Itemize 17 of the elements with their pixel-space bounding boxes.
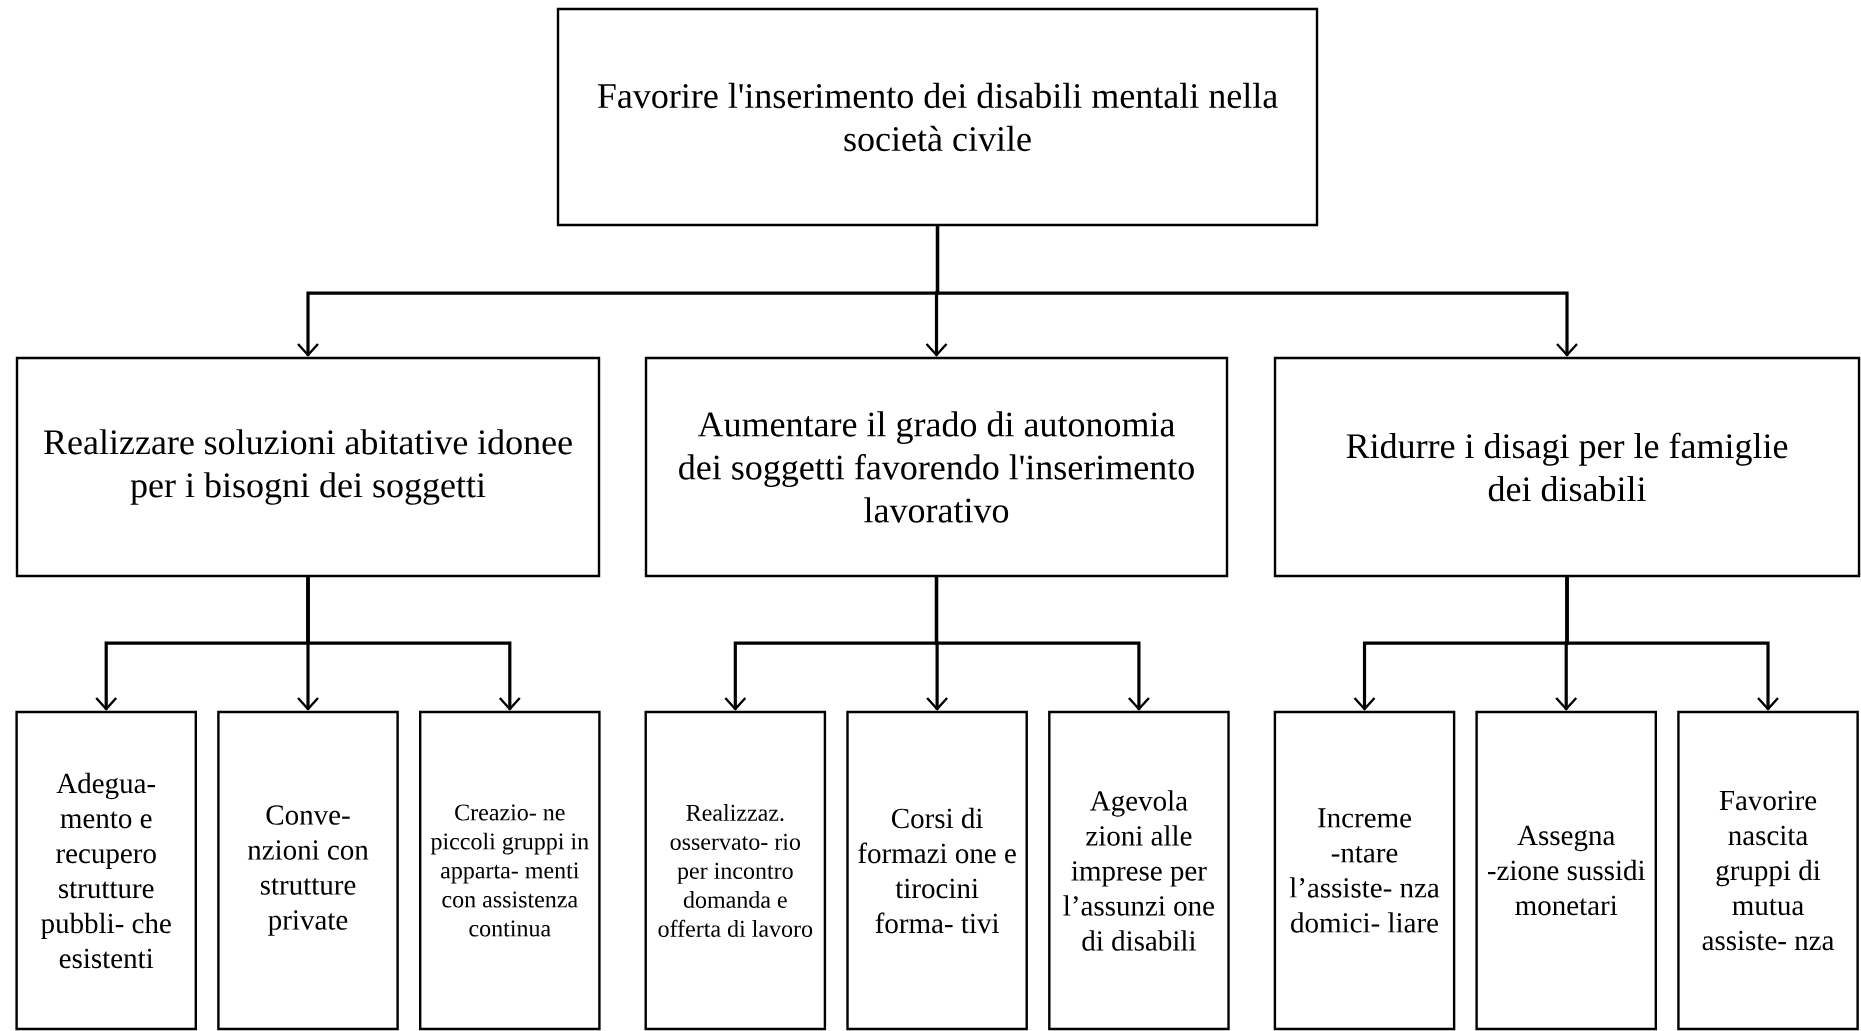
goal-box: Assegna -zione sussidi monetari bbox=[1475, 710, 1657, 1031]
arrow bbox=[934, 575, 1150, 711]
goal-box: Favorire l'inserimento dei disabili mentali nella società civile bbox=[556, 7, 1319, 227]
goal-box: Agevola zioni alle imprese per l’assunzi one di disabili bbox=[1048, 710, 1230, 1031]
arrow bbox=[306, 575, 521, 711]
goal-box: Realizzare soluzioni abitative idonee per i bisogni dei soggetti bbox=[15, 356, 601, 578]
goal-box: Favorire nascita gruppi di mutua assiste- nza bbox=[1677, 710, 1859, 1031]
goal-box: Creazio- ne piccoli gruppi in apparta- menti con assistenza continua bbox=[419, 710, 601, 1031]
goal-box: Corsi di formazi one e tirocini forma- tivi bbox=[846, 710, 1028, 1031]
goal-box: Increme -ntare l’assiste- nza domici- liare bbox=[1273, 710, 1456, 1031]
arrow bbox=[1565, 575, 1779, 711]
goal-box: Realizzaz. osservato- rio per incontro domanda e offerta di lavoro bbox=[644, 710, 827, 1031]
goal-box: Conve- nzioni con strutture private bbox=[217, 710, 399, 1031]
arrow bbox=[935, 224, 1578, 357]
goal-box: Ridurre i disagi per le famiglie dei disabili bbox=[1273, 356, 1861, 578]
goal-box: Aumentare il grado di autonomia dei soggetti favorendo l'inserimento lavorativo bbox=[644, 356, 1229, 578]
goal-box: Adegua- mento e recupero strutture pubbli- che esistenti bbox=[15, 710, 197, 1031]
